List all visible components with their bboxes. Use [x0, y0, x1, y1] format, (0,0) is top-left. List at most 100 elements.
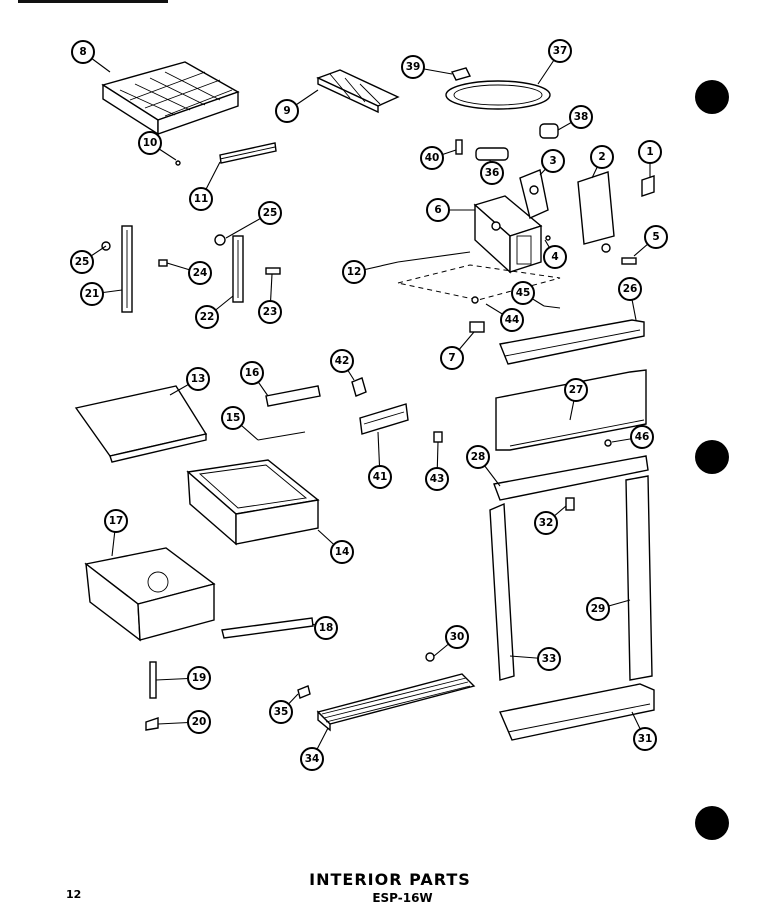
callout-number: 38 [574, 111, 589, 123]
callout-circle [70, 250, 94, 274]
callout-circle [440, 346, 464, 370]
part-control-housing [473, 169, 655, 274]
callout-number: 46 [635, 431, 650, 443]
part-side-trims [489, 475, 653, 681]
callout-16: 16 [240, 361, 264, 385]
callout-circle [314, 616, 338, 640]
callout-circle [71, 40, 95, 64]
callout-21: 21 [80, 282, 104, 306]
callout-circle [330, 540, 354, 564]
callout-circle [275, 99, 299, 123]
callout-36: 36 [480, 161, 504, 185]
callout-number: 44 [505, 314, 520, 326]
callout-34: 34 [300, 747, 324, 771]
callout-2: 2 [590, 145, 614, 169]
callout-circle [480, 161, 504, 185]
parts-drawings [74, 61, 655, 741]
part-mid-trim [493, 439, 649, 511]
callout-22: 22 [195, 305, 219, 329]
callout-number: 43 [430, 473, 445, 485]
callout-circle [537, 647, 561, 671]
callout-41: 41 [368, 465, 392, 489]
callout-number: 39 [406, 61, 421, 73]
callout-number: 35 [274, 706, 289, 718]
callout-1: 1 [638, 140, 662, 164]
callout-46: 46 [630, 425, 654, 449]
callout-circle [221, 406, 245, 430]
callout-6: 6 [426, 198, 450, 222]
callout-number: 4 [551, 251, 558, 263]
callout-number: 17 [109, 515, 124, 527]
callout-27: 27 [564, 378, 588, 402]
callout-44: 44 [500, 308, 524, 332]
callout-circle [186, 367, 210, 391]
callout-10: 10 [138, 131, 162, 155]
callout-number: 28 [471, 451, 486, 463]
callout-number: 15 [226, 412, 241, 424]
diagram-title: INTERIOR PARTS ESP-16W [0, 870, 765, 905]
callout-number: 45 [516, 287, 531, 299]
callout-circle [80, 282, 104, 306]
callout-circle [541, 149, 565, 173]
callout-number: 40 [425, 152, 440, 164]
callout-26: 26 [618, 277, 642, 301]
callout-circle [420, 146, 444, 170]
callout-number: 31 [638, 733, 653, 745]
callout-circle [630, 425, 654, 449]
part-toe-grille [297, 652, 476, 732]
title-text: INTERIOR PARTS [309, 870, 471, 889]
callout-number: 23 [263, 306, 278, 318]
callout-number: 20 [192, 716, 207, 728]
callout-number: 27 [569, 384, 584, 396]
exploded-view-diagram: 1234567891011121314151617181920212223242… [70, 39, 668, 771]
callout-number: 19 [192, 672, 207, 684]
callout-circle [258, 300, 282, 324]
callout-number: 3 [549, 155, 556, 167]
callout-number: 13 [191, 373, 206, 385]
part-hinge-assembly [351, 377, 443, 443]
part-light-fixture [445, 67, 559, 161]
callout-8: 8 [71, 40, 95, 64]
callout-circle [189, 187, 213, 211]
callout-circle [633, 727, 657, 751]
callout-circle [466, 445, 490, 469]
binder-hole [695, 440, 729, 474]
callout-circle [500, 308, 524, 332]
callout-number: 6 [434, 204, 441, 216]
callout-17: 17 [104, 509, 128, 533]
page-number: 12 [66, 888, 82, 901]
callout-number: 42 [335, 355, 350, 367]
callout-18: 18 [314, 616, 338, 640]
callout-number: 9 [283, 105, 290, 117]
callout-39: 39 [401, 55, 425, 79]
callout-number: 29 [591, 603, 606, 615]
callout-number: 16 [245, 367, 260, 379]
callout-number: 24 [193, 267, 208, 279]
part-glass-shelf [74, 385, 321, 463]
callout-number: 22 [200, 311, 215, 323]
model-number: ESP-16W [372, 891, 433, 905]
callout-circle [342, 260, 366, 284]
callout-number: 1 [646, 146, 653, 158]
part-upper-trim [499, 319, 645, 365]
callout-circle [300, 747, 324, 771]
binder-hole [695, 80, 729, 114]
callout-32: 32 [534, 511, 558, 535]
callout-circle [138, 131, 162, 155]
part-door-shelf-lower [499, 683, 655, 741]
callout-28: 28 [466, 445, 490, 469]
callout-circle [586, 597, 610, 621]
callout-30: 30 [445, 625, 469, 649]
callout-circle [104, 509, 128, 533]
callout-25: 25 [258, 201, 282, 225]
part-mounting-rod [397, 251, 561, 333]
callout-circle [187, 710, 211, 734]
callout-number: 7 [448, 352, 455, 364]
binder-hole [695, 806, 729, 840]
part-ice-cube-tray [316, 69, 400, 114]
part-crisper-pan [186, 459, 320, 546]
callout-circle [187, 666, 211, 690]
callout-circle [426, 198, 450, 222]
